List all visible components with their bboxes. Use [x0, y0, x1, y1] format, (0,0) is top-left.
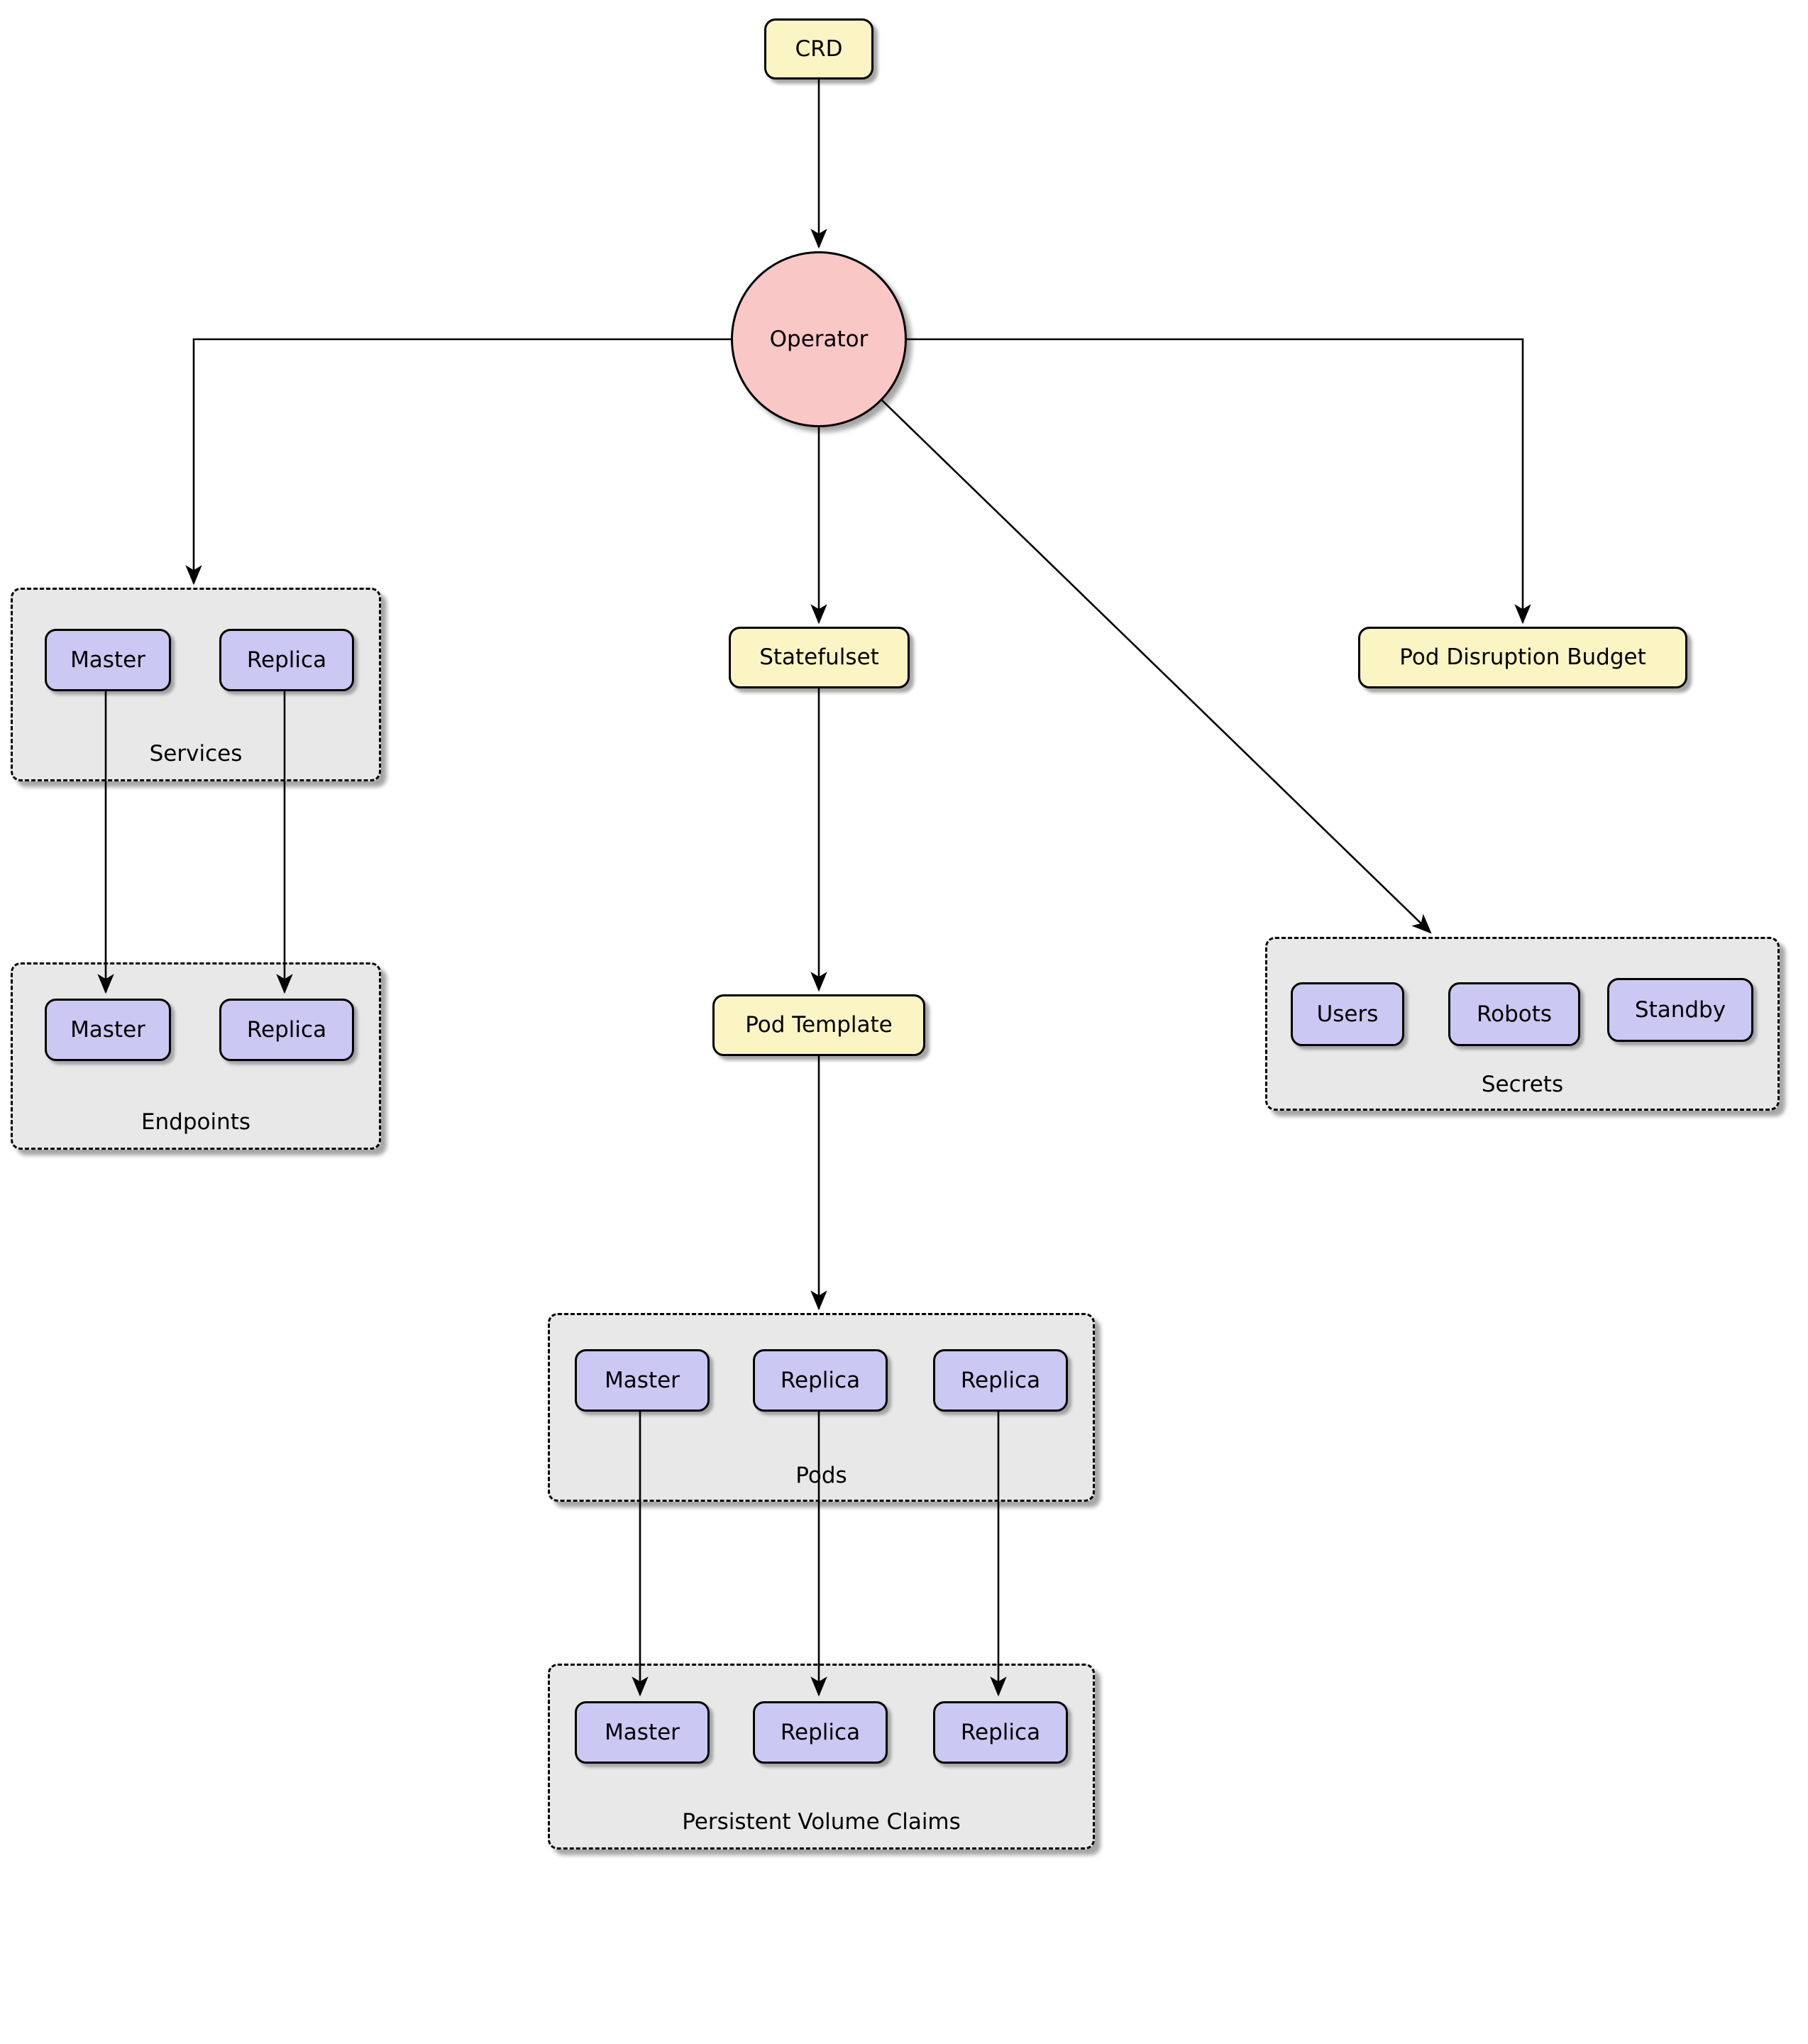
- services-group-label: Services: [149, 741, 243, 766]
- arrow-operator-to-secrets: [881, 400, 1432, 934]
- endpoints-group-label: Endpoints: [140, 1109, 251, 1135]
- endpoints-group: Master Replica Endpoints: [11, 962, 381, 1150]
- endpoints-replica-node: Replica: [219, 999, 354, 1061]
- services-master-node: Master: [45, 629, 171, 691]
- secrets-group-label: Secrets: [1481, 1072, 1564, 1097]
- services-group: Master Replica Services: [11, 588, 381, 781]
- statefulset-node: Statefulset: [729, 627, 910, 688]
- secrets-group: Users Robots Standby Secrets: [1265, 937, 1780, 1111]
- pvc-group-label: Persistent Volume Claims: [682, 1809, 961, 1835]
- pods-group: Master Replica Replica Pods: [548, 1313, 1095, 1502]
- pvc-replica-2-node: Replica: [933, 1701, 1068, 1764]
- pvc-replica-1-node: Replica: [753, 1701, 888, 1764]
- pvc-master-node: Master: [575, 1701, 710, 1764]
- persistent-volume-claims-group: Master Replica Replica Persistent Volume…: [548, 1664, 1095, 1850]
- arrow-operator-to-services: [185, 338, 731, 586]
- services-replica-node: Replica: [219, 629, 354, 691]
- secrets-standby-node: Standby: [1607, 978, 1753, 1042]
- endpoints-master-node: Master: [45, 999, 171, 1061]
- arrow-operator-to-pdb: [907, 338, 1531, 625]
- pod-template-node: Pod Template: [712, 994, 925, 1056]
- pods-replica-2-node: Replica: [933, 1349, 1068, 1412]
- secrets-robots-node: Robots: [1448, 982, 1580, 1046]
- pods-group-label: Pods: [795, 1463, 847, 1488]
- pods-master-node: Master: [575, 1349, 710, 1412]
- secrets-users-node: Users: [1291, 982, 1404, 1046]
- operator-node: Operator: [731, 251, 907, 427]
- pods-replica-1-node: Replica: [753, 1349, 888, 1412]
- pod-disruption-budget-node: Pod Disruption Budget: [1358, 627, 1687, 688]
- crd-node: CRD: [764, 18, 873, 79]
